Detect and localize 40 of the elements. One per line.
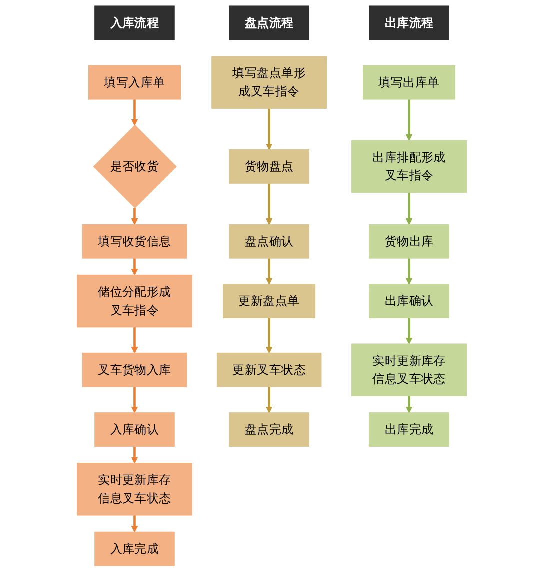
- node-box: [212, 56, 328, 109]
- node-diamond: [93, 124, 177, 209]
- arrow: [131, 515, 138, 533]
- arrow: [406, 99, 413, 141]
- node-box: [94, 6, 175, 40]
- node-box: [369, 6, 450, 40]
- node-box: [82, 352, 188, 388]
- arrow: [131, 327, 138, 354]
- node-box: [88, 65, 181, 100]
- arrow: [131, 258, 138, 276]
- node-box: [352, 140, 467, 194]
- node-box: [229, 412, 310, 447]
- node-box: [94, 532, 175, 566]
- node-box: [229, 6, 310, 40]
- node-box: [77, 274, 192, 328]
- node-box: [369, 284, 450, 318]
- node-box: [363, 65, 456, 100]
- node-box: [369, 412, 450, 447]
- arrow: [266, 108, 273, 150]
- arrow: [131, 446, 138, 464]
- node-box: [223, 284, 316, 318]
- node-box: [352, 344, 467, 396]
- arrow: [131, 386, 138, 414]
- arrow: [266, 184, 273, 226]
- node-box: [229, 224, 310, 259]
- arrow: [406, 192, 413, 226]
- node-box: [82, 224, 188, 259]
- arrow: [266, 318, 273, 354]
- arrow: [406, 318, 413, 344]
- arrow: [406, 396, 413, 414]
- arrow: [406, 258, 413, 285]
- node-box: [216, 352, 322, 388]
- arrow: [131, 208, 138, 226]
- node-box: [77, 463, 192, 516]
- arrow: [131, 99, 138, 126]
- arrow: [266, 258, 273, 285]
- node-box: [94, 412, 175, 447]
- node-box: [229, 150, 310, 184]
- arrow: [266, 386, 273, 414]
- node-box: [369, 224, 450, 259]
